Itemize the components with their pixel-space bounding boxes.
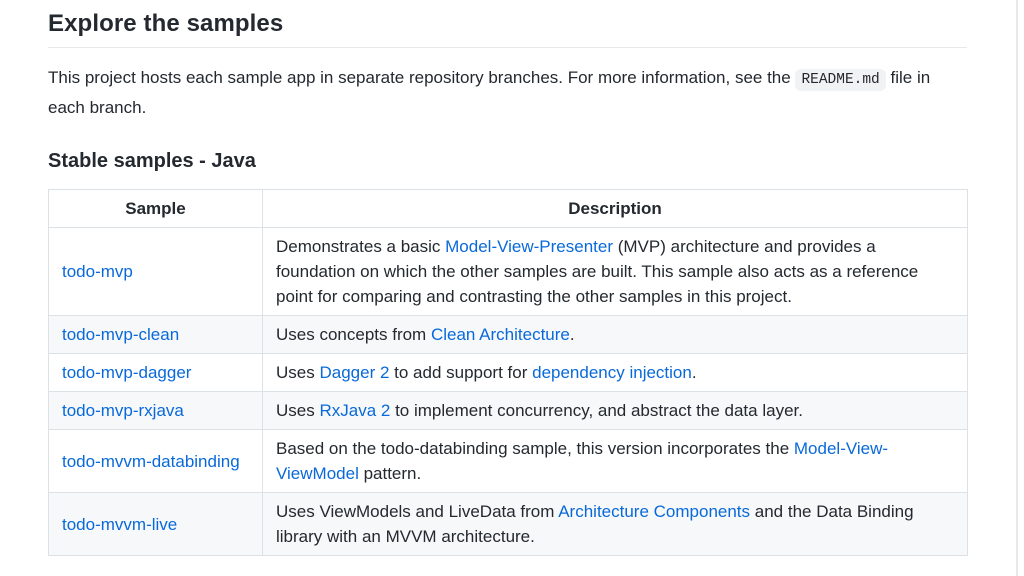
- description-link[interactable]: Dagger 2: [319, 363, 390, 382]
- readme-document: Explore the samples This project hosts e…: [48, 0, 968, 556]
- description-text: Demonstrates a basic: [276, 237, 446, 256]
- sample-link[interactable]: todo-mvp-clean: [62, 325, 180, 344]
- description-cell: Based on the todo-databinding sample, th…: [262, 429, 968, 493]
- description-text: Uses ViewModels and LiveData from: [276, 502, 559, 521]
- description-text: pattern.: [358, 464, 422, 483]
- sample-link[interactable]: todo-mvvm-live: [62, 514, 178, 534]
- sample-cell: todo-mvp: [48, 227, 263, 316]
- window-edge-divider: [1016, 0, 1018, 576]
- sample-link[interactable]: todo-mvp-dagger: [62, 363, 192, 382]
- description-text: (MVP) architecture and provides a founda…: [276, 237, 919, 306]
- sample-cell: todo-mvp-dagger: [48, 353, 263, 392]
- description-cell: Uses ViewModels and LiveData from Archit…: [262, 492, 968, 556]
- description-cell: Uses RxJava 2 to implement concurrency, …: [262, 391, 968, 430]
- sample-cell: todo-mvvm-live: [48, 492, 263, 556]
- table-row: todo-mvvm-live Uses ViewModels and LiveDa…: [48, 492, 968, 556]
- description-cell: Uses Dagger 2 to add support for depende…: [262, 353, 968, 392]
- description-text: to implement concurrency, and abstract t…: [390, 401, 803, 420]
- description-link[interactable]: RxJava 2: [319, 401, 391, 420]
- description-text: Uses: [276, 363, 320, 382]
- table-row: todo-mvp Demonstrates a basic Model-View-…: [48, 227, 968, 316]
- sample-link[interactable]: todo-mvvm-databinding: [62, 451, 240, 471]
- description-link[interactable]: dependency injection: [532, 363, 692, 382]
- section-title: Stable samples - Java: [48, 150, 256, 172]
- description-text: to add support for: [389, 363, 533, 382]
- description-cell: Demonstrates a basic Model-View-Presente…: [262, 227, 968, 316]
- samples-table-body: todo-mvp Demonstrates a basic Model-View-…: [48, 227, 968, 556]
- page-title: Explore the samples: [48, 8, 967, 48]
- description-text: Based on the todo-databinding sample, th…: [276, 439, 794, 458]
- description-text: and the Data Binding library with an MVV…: [276, 502, 914, 546]
- intro-paragraph: This project hosts each sample app in se…: [48, 64, 967, 121]
- table-row: todo-mvp-dagger Uses Dagger 2 to add supp…: [48, 353, 968, 392]
- column-header-sample: Sample: [48, 189, 263, 228]
- sample-link[interactable]: todo-mvp-rxjava: [62, 401, 184, 420]
- description-text: .: [691, 363, 697, 382]
- table-header-row: Sample Description: [48, 189, 968, 228]
- description-text: .: [569, 325, 575, 344]
- description-link[interactable]: Model-View-ViewModel: [276, 439, 889, 483]
- column-header-description: Description: [262, 189, 968, 228]
- readme-code-span: README.md: [795, 69, 886, 91]
- samples-table: Sample Description todo-mvp Demonstrates …: [48, 189, 968, 556]
- sample-cell: todo-mvvm-databinding: [48, 429, 263, 493]
- sample-cell: todo-mvp-clean: [48, 315, 263, 354]
- description-link[interactable]: Architecture Components: [558, 502, 751, 521]
- description-link[interactable]: Clean Architecture: [430, 325, 570, 344]
- table-row: todo-mvp-rxjava Uses RxJava 2 to implemen…: [48, 391, 968, 430]
- description-link[interactable]: Model-View-Presenter: [445, 237, 614, 256]
- table-row: todo-mvp-clean Uses concepts from Clean A…: [48, 315, 968, 354]
- intro-text-after: file in each branch.: [48, 68, 931, 117]
- description-text: Uses concepts from: [276, 325, 431, 344]
- sample-link[interactable]: todo-mvp: [62, 262, 133, 281]
- description-cell: Uses concepts from Clean Architecture.: [262, 315, 968, 354]
- intro-text-before: This project hosts each sample app in se…: [48, 68, 796, 87]
- table-row: todo-mvvm-databinding Based on the todo-d…: [48, 429, 968, 493]
- sample-cell: todo-mvp-rxjava: [48, 391, 263, 430]
- description-text: Uses: [276, 401, 320, 420]
